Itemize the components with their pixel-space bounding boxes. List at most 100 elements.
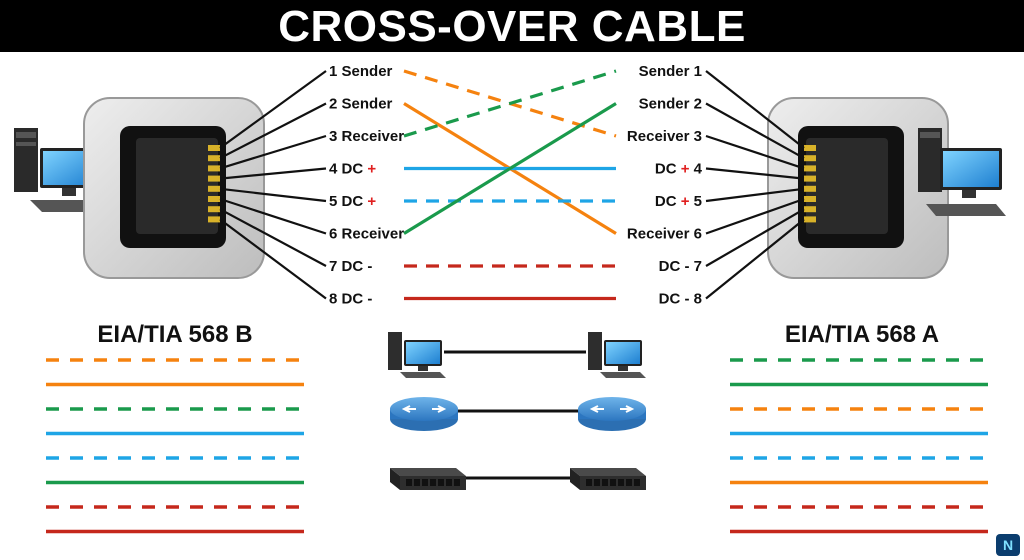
right-lead-line bbox=[705, 102, 805, 160]
left-computer-icon bbox=[388, 332, 446, 378]
right-pin-name: DC - bbox=[659, 258, 690, 275]
left-pin-label: 7 DC - bbox=[329, 258, 372, 275]
right-router-icon bbox=[578, 397, 646, 431]
right-jack-contact bbox=[804, 155, 816, 162]
right-lead-line bbox=[705, 134, 805, 170]
right-jack-contact bbox=[804, 196, 816, 202]
right-pin-number: 5 bbox=[689, 193, 702, 210]
left-lead-line bbox=[219, 197, 327, 235]
left-jack-contact bbox=[208, 175, 220, 182]
right-pin-plus: + bbox=[677, 193, 690, 210]
right-pin-number: 2 bbox=[689, 96, 702, 113]
left-pin-name: Receiver bbox=[342, 128, 405, 145]
channel-logo-icon: N bbox=[996, 534, 1020, 556]
left-pin-plus: + bbox=[363, 161, 376, 178]
left-pin-number: 6 bbox=[329, 226, 342, 243]
right-pin-label: Receiver 6 bbox=[627, 226, 702, 243]
left-pin-label: 1 Sender bbox=[329, 63, 393, 80]
right-pin-number: 7 bbox=[689, 258, 702, 275]
left-lead-line bbox=[219, 208, 327, 267]
right-lead-line bbox=[705, 167, 805, 180]
left-jack-contact bbox=[208, 145, 220, 151]
left-lead-line bbox=[219, 102, 327, 160]
right-jack-contact bbox=[804, 185, 816, 192]
right-pin-number: 6 bbox=[689, 226, 702, 243]
right-jack-contact bbox=[804, 175, 816, 182]
left-pin-name: DC bbox=[342, 161, 364, 178]
right-pin-name: Sender bbox=[639, 96, 690, 113]
right-lead-line bbox=[705, 208, 805, 267]
left-jack-contact bbox=[208, 165, 220, 172]
left-pin-name: DC - bbox=[342, 258, 373, 275]
left-pin-name: DC - bbox=[342, 291, 373, 308]
right-lead-line bbox=[705, 70, 805, 149]
right-pin-label: DC - 8 bbox=[659, 291, 702, 308]
left-lead-line bbox=[219, 187, 327, 203]
right-pin-name: DC bbox=[655, 193, 677, 210]
left-jack-contact bbox=[208, 206, 220, 213]
left-switch-icon bbox=[390, 468, 466, 490]
left-pin-number: 1 bbox=[329, 63, 342, 80]
left-pin-number: 2 bbox=[329, 96, 342, 113]
standard-a-label: EIA/TIA 568 A bbox=[785, 321, 939, 348]
left-pin-name: Sender bbox=[342, 63, 393, 80]
right-pin-label: DC + 5 bbox=[655, 193, 702, 210]
right-pin-number: 8 bbox=[689, 291, 702, 308]
right-pin-number: 1 bbox=[689, 63, 702, 80]
left-pin-label: 6 Receiver bbox=[329, 226, 404, 243]
left-lead-line bbox=[219, 167, 327, 180]
left-lead-line bbox=[219, 70, 327, 149]
left-pin-number: 4 bbox=[329, 161, 342, 178]
right-lead-line bbox=[705, 197, 805, 235]
right-pin-name: Receiver bbox=[627, 226, 690, 243]
left-pin-number: 5 bbox=[329, 193, 342, 210]
left-rj45-jack bbox=[83, 97, 265, 279]
right-switch-icon bbox=[570, 468, 646, 490]
right-pin-label: Sender 2 bbox=[639, 96, 702, 113]
right-jack-contact bbox=[804, 145, 816, 151]
right-pin-number: 4 bbox=[689, 161, 702, 178]
left-pin-label: 5 DC + bbox=[329, 193, 376, 210]
page-title: CROSS-OVER CABLE bbox=[278, 2, 746, 51]
left-pin-name: DC bbox=[342, 193, 364, 210]
right-jack-contact bbox=[804, 206, 816, 213]
left-pin-label: 2 Sender bbox=[329, 96, 393, 113]
right-pin-label: DC + 4 bbox=[655, 161, 703, 178]
left-pin-number: 7 bbox=[329, 258, 342, 275]
right-computer-icon bbox=[588, 332, 646, 378]
right-jack-contact bbox=[804, 165, 816, 172]
right-pin-plus: + bbox=[677, 161, 690, 178]
left-jack-contact bbox=[208, 155, 220, 162]
right-pin-label: Receiver 3 bbox=[627, 128, 702, 145]
left-pin-label: 8 DC - bbox=[329, 291, 372, 308]
right-computer-icon bbox=[918, 128, 1006, 216]
right-jack-contact bbox=[804, 216, 816, 223]
left-pin-label: 4 DC + bbox=[329, 161, 376, 178]
right-pin-name: DC - bbox=[659, 291, 690, 308]
left-lead-line bbox=[219, 134, 327, 170]
right-pin-name: Receiver bbox=[627, 128, 690, 145]
left-pin-name: Receiver bbox=[342, 226, 405, 243]
standard-b-label: EIA/TIA 568 B bbox=[97, 321, 252, 348]
right-pin-number: 3 bbox=[689, 128, 702, 145]
right-lead-line bbox=[705, 218, 805, 300]
right-lead-line bbox=[705, 187, 805, 203]
left-jack-contact bbox=[208, 196, 220, 202]
left-jack-contact bbox=[208, 216, 220, 223]
left-pin-label: 3 Receiver bbox=[329, 128, 404, 145]
left-jack-contact bbox=[208, 185, 220, 192]
left-pin-plus: + bbox=[363, 193, 376, 210]
left-pin-number: 8 bbox=[329, 291, 342, 308]
left-pin-name: Sender bbox=[342, 96, 393, 113]
left-lead-line bbox=[219, 218, 327, 300]
right-pin-label: Sender 1 bbox=[639, 63, 702, 80]
right-pin-label: DC - 7 bbox=[659, 258, 702, 275]
right-pin-name: Sender bbox=[639, 63, 690, 80]
crossover-wire-6 bbox=[403, 102, 617, 235]
title-bar bbox=[0, 0, 1024, 52]
crossover-wire-3 bbox=[403, 69, 617, 138]
right-pin-name: DC bbox=[655, 161, 677, 178]
right-rj45-jack bbox=[767, 97, 949, 279]
left-router-icon bbox=[390, 397, 458, 431]
